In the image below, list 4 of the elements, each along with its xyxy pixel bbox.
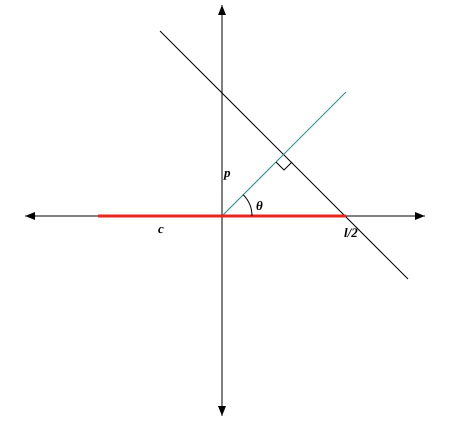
- label: p: [224, 166, 230, 179]
- label: θ: [256, 199, 263, 212]
- label: l/2: [344, 226, 358, 239]
- label: c: [158, 222, 164, 235]
